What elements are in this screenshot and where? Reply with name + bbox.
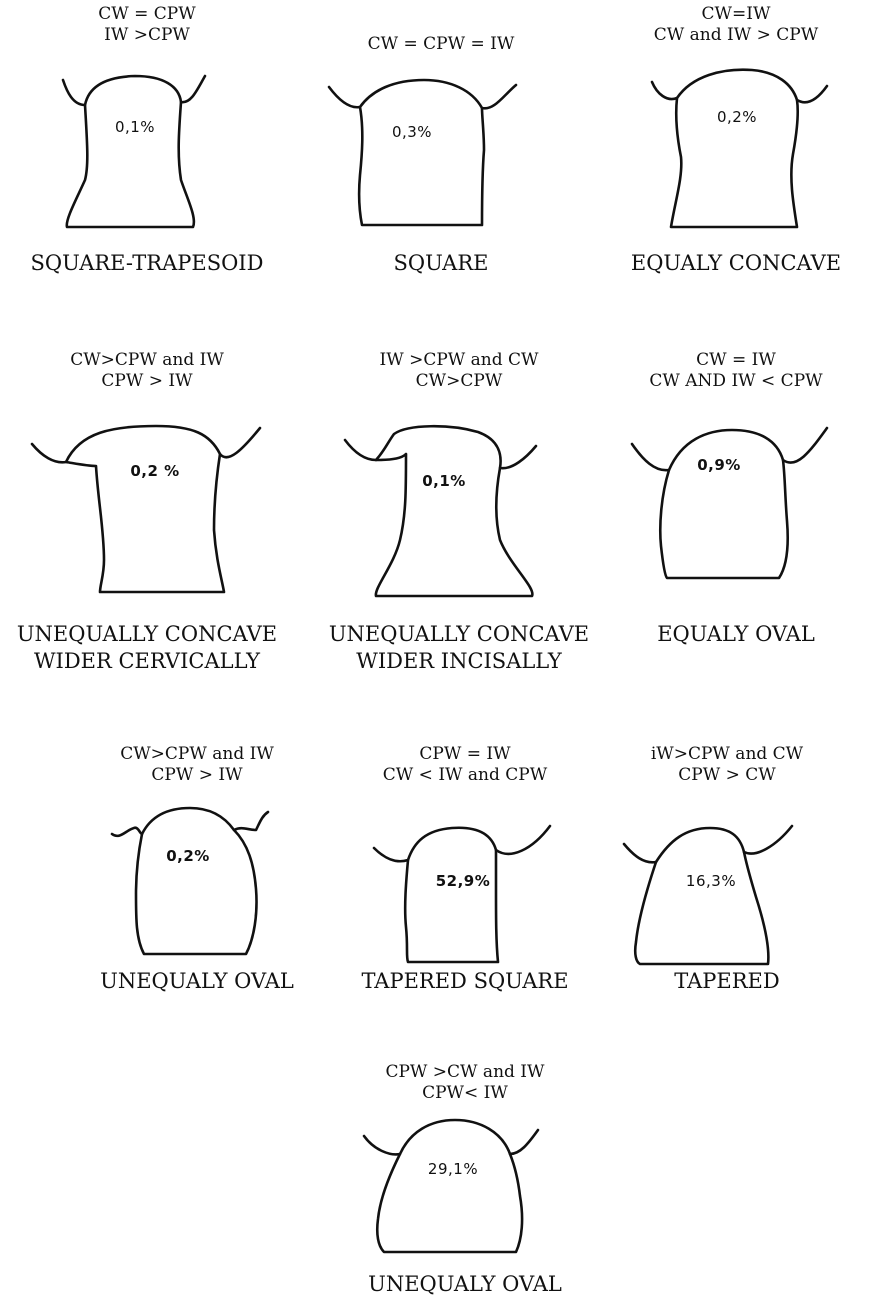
shape-name: EQUALY CONCAVE bbox=[589, 250, 883, 277]
shape-conditions: IW >CPW and CW CW>CPW bbox=[312, 350, 606, 392]
tooth-outline bbox=[647, 62, 837, 242]
shape-name-line: EQUALY OVAL bbox=[589, 621, 883, 648]
condition-line: iW>CPW and CW bbox=[580, 744, 874, 765]
condition-line: CW = CPW = IW bbox=[294, 34, 588, 55]
shape-tapered: iW>CPW and CW CPW > CW 16,3% TAPERED bbox=[580, 744, 874, 1034]
condition-line: CPW > IW bbox=[0, 371, 294, 392]
percent-label: 0,1% bbox=[414, 472, 474, 490]
shape-conditions: CW = CPW IW >CPW bbox=[0, 4, 294, 46]
shape-equaly-oval: CW = IW CW AND IW < CPW 0,9% EQUALY OVAL bbox=[589, 350, 883, 680]
shape-unequaly-oval: CW>CPW and IW CPW > IW 0,2% UNEQUALY OVA… bbox=[50, 744, 344, 1034]
percent-label: 0,9% bbox=[689, 456, 749, 474]
percent-label: 0,1% bbox=[105, 118, 165, 136]
shape-name: UNEQUALY OVAL bbox=[318, 1271, 612, 1298]
shape-name: SQUARE bbox=[294, 250, 588, 277]
tooth-outline bbox=[110, 804, 310, 964]
shape-name-line: UNEQUALY OVAL bbox=[50, 968, 344, 995]
shape-conditions: CW = CPW = IW bbox=[294, 34, 588, 55]
shape-name-line: UNEQUALLY CONCAVE bbox=[0, 621, 294, 648]
condition-line: CW>CPW and IW bbox=[50, 744, 344, 765]
condition-line: IW >CPW and CW bbox=[312, 350, 606, 371]
shape-name-line: TAPERED SQUARE bbox=[318, 968, 612, 995]
condition-line: CPW = IW bbox=[318, 744, 612, 765]
shape-conditions: iW>CPW and CW CPW > CW bbox=[580, 744, 874, 786]
condition-line: CW>CPW and IW bbox=[0, 350, 294, 371]
shape-conditions: CW=IW CW and IW > CPW bbox=[589, 4, 883, 46]
shape-name-line: EQUALY CONCAVE bbox=[589, 250, 883, 277]
tooth-outline bbox=[28, 420, 268, 598]
shape-unequaly-oval-2: CPW >CW and IW CPW< IW 29,1% UNEQUALY OV… bbox=[318, 1062, 612, 1310]
shape-name-line: TAPERED bbox=[580, 968, 874, 995]
tooth-outline bbox=[324, 75, 524, 240]
shape-square-trapesoid: CW = CPW IW >CPW 0,1% SQUARE-TRAPESOID bbox=[0, 0, 294, 290]
condition-line: CW AND IW < CPW bbox=[589, 371, 883, 392]
shape-tapered-square: CPW = IW CW < IW and CPW 52,9% TAPERED S… bbox=[318, 744, 612, 1034]
shape-conditions: CW>CPW and IW CPW > IW bbox=[50, 744, 344, 786]
condition-line: CW < IW and CPW bbox=[318, 765, 612, 786]
percent-label: 52,9% bbox=[428, 872, 498, 890]
shape-name: SQUARE-TRAPESOID bbox=[0, 250, 294, 277]
shape-name: UNEQUALLY CONCAVE WIDER INCISALLY bbox=[312, 621, 606, 675]
shape-conditions: CPW = IW CW < IW and CPW bbox=[318, 744, 612, 786]
shape-square: CW = CPW = IW 0,3% SQUARE bbox=[294, 0, 588, 290]
condition-line: CW>CPW bbox=[312, 371, 606, 392]
condition-line: CPW< IW bbox=[318, 1083, 612, 1104]
tooth-outline bbox=[370, 822, 560, 972]
condition-line: CW and IW > CPW bbox=[589, 25, 883, 46]
shape-conditions: CPW >CW and IW CPW< IW bbox=[318, 1062, 612, 1104]
tooth-outline bbox=[340, 420, 570, 600]
shape-unequally-concave-wider-incisally: IW >CPW and CW CW>CPW 0,1% UNEQUALLY CON… bbox=[312, 350, 606, 680]
condition-line: CW = CPW bbox=[0, 4, 294, 25]
percent-label: 16,3% bbox=[676, 872, 746, 890]
shape-unequally-concave-wider-cervically: CW>CPW and IW CPW > IW 0,2 % UNEQUALLY C… bbox=[0, 350, 294, 680]
percent-label: 0,2% bbox=[158, 847, 218, 865]
percent-label: 0,2% bbox=[707, 108, 767, 126]
tooth-outline bbox=[620, 822, 820, 972]
shape-name-line: WIDER CERVICALLY bbox=[0, 648, 294, 675]
tooth-outline bbox=[627, 426, 837, 586]
condition-line: CPW >CW and IW bbox=[318, 1062, 612, 1083]
shape-name: UNEQUALY OVAL bbox=[50, 968, 344, 995]
shape-name: EQUALY OVAL bbox=[589, 621, 883, 648]
condition-line: CPW > IW bbox=[50, 765, 344, 786]
shape-equaly-concave: CW=IW CW and IW > CPW 0,2% EQUALY CONCAV… bbox=[589, 0, 883, 290]
shape-name-line: WIDER INCISALLY bbox=[312, 648, 606, 675]
percent-label: 29,1% bbox=[418, 1160, 488, 1178]
condition-line: CPW > CW bbox=[580, 765, 874, 786]
shape-name: UNEQUALLY CONCAVE WIDER CERVICALLY bbox=[0, 621, 294, 675]
shape-conditions: CW>CPW and IW CPW > IW bbox=[0, 350, 294, 392]
condition-line: IW >CPW bbox=[0, 25, 294, 46]
tooth-outline bbox=[55, 70, 215, 240]
shape-name-line: UNEQUALLY CONCAVE bbox=[312, 621, 606, 648]
condition-line: CW=IW bbox=[589, 4, 883, 25]
percent-label: 0,3% bbox=[382, 123, 442, 141]
condition-line: CW = IW bbox=[589, 350, 883, 371]
tooth-outline bbox=[360, 1114, 550, 1264]
shape-name-line: UNEQUALY OVAL bbox=[318, 1271, 612, 1298]
shape-name-line: SQUARE bbox=[294, 250, 588, 277]
shape-name: TAPERED bbox=[580, 968, 874, 995]
shape-conditions: CW = IW CW AND IW < CPW bbox=[589, 350, 883, 392]
shape-name: TAPERED SQUARE bbox=[318, 968, 612, 995]
percent-label: 0,2 % bbox=[120, 462, 190, 480]
shape-name-line: SQUARE-TRAPESOID bbox=[0, 250, 294, 277]
